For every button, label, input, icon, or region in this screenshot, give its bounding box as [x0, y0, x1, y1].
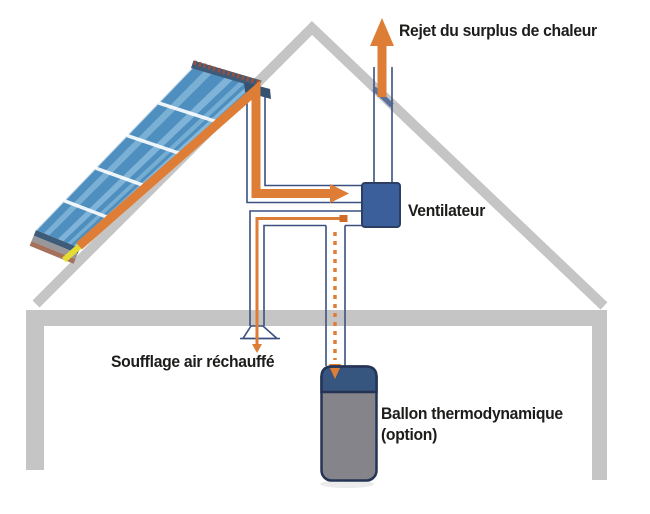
tank-shadow — [320, 480, 374, 488]
right-wall — [592, 310, 607, 480]
roof-outline — [32, 21, 608, 310]
panel-top-teeth — [193, 60, 260, 85]
label-heat-surplus: Rejet du surplus de chaleur — [399, 22, 597, 40]
air-diffuser — [240, 325, 280, 340]
tank-duct-outline — [325, 225, 346, 366]
label-blown-air: Soufflage air réchauffé — [111, 353, 275, 371]
label-tank-line2: (option) — [381, 426, 438, 444]
hot-air-flow — [76, 80, 349, 250]
panel-upper-edge-highlight — [35, 66, 194, 231]
label-fan: Ventilateur — [408, 202, 486, 220]
label-tank: Ballon thermodynamique (option) — [381, 404, 563, 446]
panel-bottom-cap — [31, 235, 78, 260]
blown-air-arrowhead — [252, 344, 262, 353]
ceiling — [28, 310, 607, 326]
hot-air-duct-outline — [246, 95, 362, 204]
exhaust-arrow — [370, 18, 394, 97]
left-wall — [26, 310, 44, 470]
panel-bottom-frame — [33, 230, 80, 254]
thermodynamic-tank — [320, 365, 378, 488]
solar-panel — [29, 60, 271, 264]
blowing-duct-outline — [249, 210, 362, 326]
label-tank-line1: Ballon thermodynamique — [381, 405, 563, 423]
fan-box — [361, 182, 401, 228]
tank-inlet-arrowhead — [330, 368, 340, 379]
hot-air-arrowhead — [330, 184, 349, 203]
tank-flow-dashed — [329, 232, 341, 377]
panel-separators — [63, 101, 220, 221]
blown-air-flow — [252, 215, 348, 353]
duct-junction-mark — [339, 215, 348, 222]
tank-cap — [320, 365, 378, 394]
